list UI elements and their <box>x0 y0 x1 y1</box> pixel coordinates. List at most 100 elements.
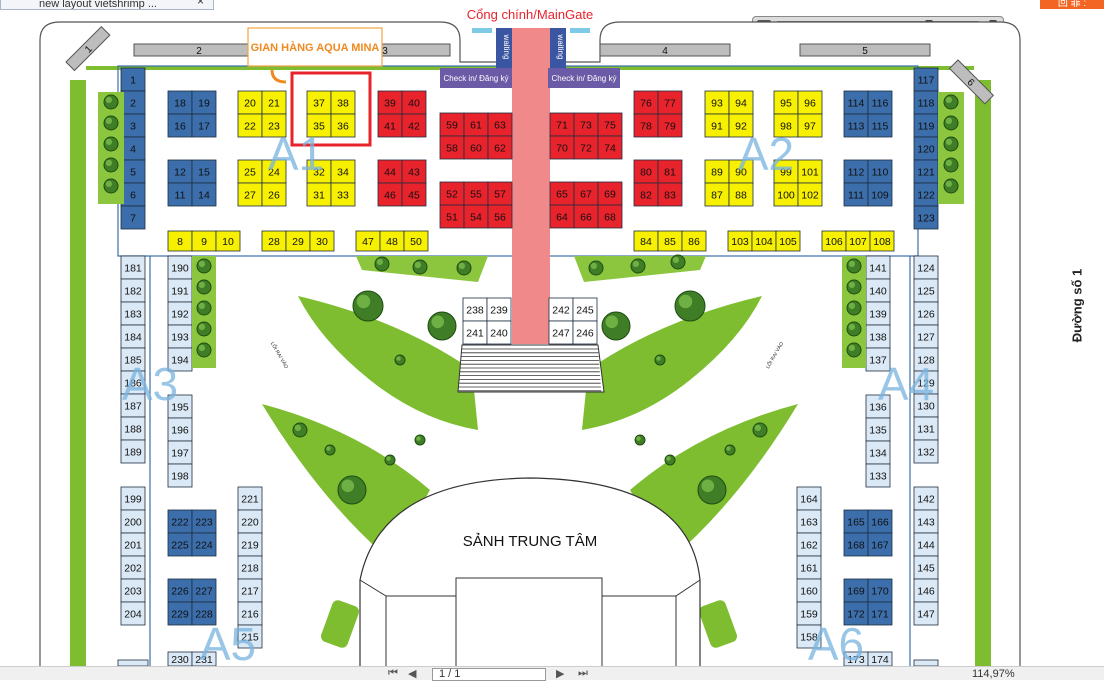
booth[interactable]: 139 <box>865 301 891 326</box>
booth[interactable]: 60 <box>463 135 489 160</box>
booth[interactable]: 112 <box>843 159 869 184</box>
booth[interactable]: 38 <box>330 90 356 115</box>
booth[interactable]: 119 <box>913 113 939 138</box>
booth[interactable]: 95 <box>773 90 799 115</box>
booth[interactable]: 181 <box>120 255 146 280</box>
booth[interactable]: 201 <box>120 532 146 557</box>
booth[interactable]: 22 <box>237 113 263 138</box>
booth[interactable]: 11 <box>167 182 193 207</box>
booth[interactable]: 84 <box>633 230 659 252</box>
booth[interactable]: 158 <box>796 624 822 649</box>
booth[interactable]: 122 <box>913 182 939 207</box>
booth[interactable]: 111 <box>843 182 869 207</box>
booth[interactable]: 7 <box>120 205 146 230</box>
booth[interactable]: 142 <box>913 486 939 511</box>
booth[interactable]: 114 <box>843 90 869 115</box>
booth[interactable]: 203 <box>120 578 146 603</box>
booth[interactable]: 199 <box>120 486 146 511</box>
booth[interactable]: 48 <box>379 230 405 252</box>
booth[interactable]: 189 <box>120 439 146 464</box>
booth[interactable]: 80 <box>633 159 659 184</box>
booth[interactable]: 169 <box>843 578 869 603</box>
booth[interactable]: 17 <box>191 113 217 138</box>
booth[interactable]: 34 <box>330 159 356 184</box>
booth[interactable]: 164 <box>796 486 822 511</box>
booth[interactable]: 117 <box>913 67 939 92</box>
booth[interactable]: 29 <box>285 230 311 252</box>
booth[interactable]: 26 <box>261 182 287 207</box>
booth[interactable]: 194 <box>167 347 193 372</box>
next-page-icon[interactable]: ▶ <box>556 668 565 680</box>
booth[interactable]: 192 <box>167 301 193 326</box>
booth[interactable]: 231 <box>191 651 217 667</box>
booth[interactable]: 216 <box>237 601 263 626</box>
last-page-icon[interactable]: ⏭ <box>578 667 588 679</box>
booth[interactable]: 77 <box>657 90 683 115</box>
booth[interactable]: 79 <box>657 113 683 138</box>
booth[interactable]: 196 <box>167 417 193 442</box>
booth[interactable]: 104 <box>751 230 777 252</box>
booth[interactable]: 10 <box>215 230 241 252</box>
booth[interactable]: 124 <box>913 255 939 280</box>
booth[interactable]: 171 <box>867 601 893 626</box>
booth[interactable]: 54 <box>463 204 489 229</box>
booth[interactable]: 187 <box>120 393 146 418</box>
booth[interactable]: 183 <box>120 301 146 326</box>
booth[interactable]: 93 <box>704 90 730 115</box>
booth[interactable]: 57 <box>487 181 513 206</box>
booth[interactable]: 83 <box>657 182 683 207</box>
booth[interactable]: 21 <box>261 90 287 115</box>
page-field[interactable]: 1 / 1 <box>432 668 546 681</box>
booth[interactable]: 71 <box>549 112 575 137</box>
booth[interactable]: 222 <box>167 509 193 534</box>
booth[interactable]: 58 <box>439 135 465 160</box>
booth[interactable]: 185 <box>120 347 146 372</box>
zoom-level[interactable]: 114,97% <box>972 668 1015 680</box>
booth[interactable]: 144 <box>913 532 939 557</box>
booth[interactable]: 16 <box>167 113 193 138</box>
booth[interactable]: 223 <box>191 509 217 534</box>
booth[interactable]: 46 <box>377 182 403 207</box>
close-tab-icon[interactable]: × <box>197 0 205 8</box>
booth[interactable]: 125 <box>913 278 939 303</box>
booth[interactable]: 87 <box>704 182 730 207</box>
booth[interactable]: 246 <box>572 320 598 345</box>
booth[interactable]: 198 <box>167 463 193 488</box>
booth[interactable]: 131 <box>913 416 939 441</box>
booth[interactable]: 130 <box>913 393 939 418</box>
booth[interactable]: 245 <box>572 297 598 322</box>
booth[interactable]: 118 <box>913 90 939 115</box>
booth[interactable]: 106 <box>821 230 847 252</box>
booth[interactable]: 241 <box>462 320 488 345</box>
booth[interactable]: 107 <box>845 230 871 252</box>
booth[interactable]: 167 <box>867 532 893 557</box>
booth[interactable]: 50 <box>403 230 429 252</box>
booth[interactable]: 43 <box>401 159 427 184</box>
booth[interactable]: 103 <box>727 230 753 252</box>
booth[interactable]: 228 <box>191 601 217 626</box>
booth[interactable]: 25 <box>237 159 263 184</box>
booth[interactable]: 19 <box>191 90 217 115</box>
booth[interactable]: 242 <box>548 297 574 322</box>
booth[interactable]: 182 <box>120 278 146 303</box>
booth[interactable]: 134 <box>865 440 891 465</box>
booth[interactable]: 68 <box>597 204 623 229</box>
booth[interactable]: 45 <box>401 182 427 207</box>
booth[interactable]: 89 <box>704 159 730 184</box>
booth[interactable]: 116 <box>867 90 893 115</box>
booth[interactable]: 47 <box>355 230 381 252</box>
booth[interactable]: 230 <box>167 651 193 667</box>
booth[interactable]: 6 <box>120 182 146 207</box>
booth[interactable]: 41 <box>377 113 403 138</box>
booth[interactable]: 160 <box>796 578 822 603</box>
booth[interactable]: 225 <box>167 532 193 557</box>
booth[interactable]: 224 <box>191 532 217 557</box>
booth[interactable]: 28 <box>261 230 287 252</box>
booth[interactable]: 137 <box>865 347 891 372</box>
booth[interactable]: 227 <box>191 578 217 603</box>
booth[interactable]: 163 <box>796 509 822 534</box>
booth[interactable]: 197 <box>167 440 193 465</box>
booth[interactable]: 27 <box>237 182 263 207</box>
booth[interactable]: 133 <box>865 463 891 488</box>
booth[interactable]: 88 <box>728 182 754 207</box>
